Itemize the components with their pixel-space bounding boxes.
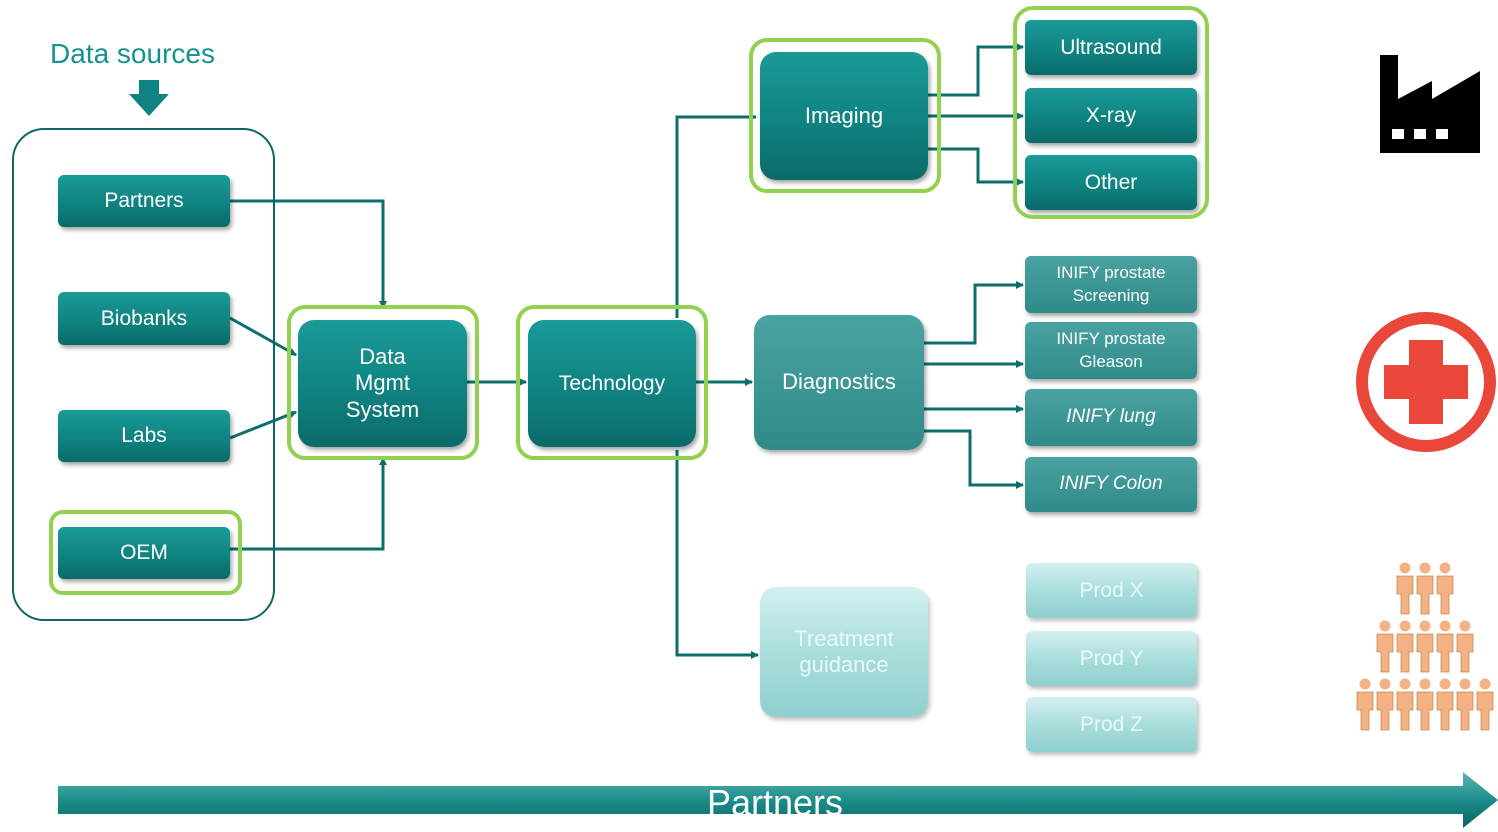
partners-timeline-arrow bbox=[58, 772, 1498, 828]
person-figure bbox=[1416, 562, 1434, 615]
biobanks-box: Biobanks bbox=[58, 292, 230, 345]
technology-box: Technology bbox=[528, 320, 696, 447]
person-figure bbox=[1416, 678, 1434, 731]
inify-gleason-line-2: Gleason bbox=[1079, 351, 1143, 371]
oem-box: OEM bbox=[58, 527, 230, 579]
inify-prostate-gleason-box: INIFY prostate Gleason bbox=[1025, 322, 1197, 379]
person-figure bbox=[1436, 678, 1454, 731]
inify-screening-line-1: INIFY prostate bbox=[1056, 262, 1166, 282]
oem-highlight bbox=[49, 510, 242, 595]
person-figure bbox=[1356, 678, 1374, 731]
ultrasound-box: Ultrasound bbox=[1025, 20, 1197, 75]
imaging-items-highlight bbox=[1013, 6, 1209, 219]
person-figure bbox=[1416, 620, 1434, 673]
inify-screening-line-2: Screening bbox=[1072, 285, 1150, 305]
connector-biobanks-dms bbox=[229, 316, 297, 357]
connector-labs-dms bbox=[229, 410, 297, 440]
dms-line-3: System bbox=[345, 396, 420, 422]
person-figure bbox=[1396, 620, 1414, 673]
imaging-highlight bbox=[749, 38, 941, 193]
prod-x-box: Prod X bbox=[1026, 563, 1197, 618]
arrow-down-icon bbox=[129, 80, 169, 116]
person-figure bbox=[1476, 678, 1494, 731]
person-figure bbox=[1436, 620, 1454, 673]
other-box: Other bbox=[1025, 155, 1197, 210]
person-figure bbox=[1396, 562, 1414, 615]
medical-cross-icon bbox=[1356, 312, 1496, 452]
prod-z-box: Prod Z bbox=[1026, 697, 1197, 752]
connector-technology-treatment bbox=[675, 450, 759, 659]
dms-line-2: Mgmt bbox=[355, 370, 410, 396]
prod-y-box: Prod Y bbox=[1026, 631, 1197, 686]
data-sources-frame bbox=[12, 128, 275, 621]
inify-gleason-line-1: INIFY prostate bbox=[1056, 328, 1166, 348]
xray-box: X-ray bbox=[1025, 88, 1197, 143]
treatment-guidance-box: Treatment guidance bbox=[760, 587, 928, 717]
inify-colon-box: INIFY Colon bbox=[1025, 457, 1197, 512]
labs-box: Labs bbox=[58, 410, 230, 462]
treatment-line-1: Treatment bbox=[794, 625, 894, 651]
connector-diagnostics-screening bbox=[924, 281, 1024, 345]
technology-highlight bbox=[516, 305, 708, 460]
data-sources-title: Data sources bbox=[50, 38, 215, 69]
data-mgmt-system-box: Data Mgmt System bbox=[298, 320, 467, 447]
people-icon bbox=[1356, 562, 1494, 731]
person-figure bbox=[1456, 620, 1474, 673]
connector-technology-imaging bbox=[675, 113, 757, 318]
factory-icon bbox=[1380, 55, 1480, 153]
inify-prostate-screening-box: INIFY prostate Screening bbox=[1025, 256, 1197, 313]
partners-box: Partners bbox=[58, 175, 230, 227]
connector-diagnostics-colon bbox=[924, 429, 1024, 489]
diagnostics-box: Diagnostics bbox=[754, 315, 924, 450]
person-figure bbox=[1436, 562, 1454, 615]
dms-line-1: Data bbox=[359, 343, 406, 369]
connector-partners-dms bbox=[230, 199, 387, 309]
person-figure bbox=[1376, 678, 1394, 731]
partners-timeline-label: Partners bbox=[706, 782, 844, 823]
imaging-box: Imaging bbox=[760, 52, 928, 180]
connector-imaging-ultrasound bbox=[928, 43, 1024, 97]
person-figure bbox=[1396, 678, 1414, 731]
connector-imaging-other bbox=[928, 147, 1024, 186]
dms-highlight bbox=[287, 305, 479, 460]
connector-oem-dms bbox=[230, 457, 387, 551]
inify-lung-box: INIFY lung bbox=[1025, 389, 1197, 446]
treatment-line-2: guidance bbox=[799, 652, 889, 677]
person-figure bbox=[1456, 678, 1474, 731]
person-figure bbox=[1376, 620, 1394, 673]
